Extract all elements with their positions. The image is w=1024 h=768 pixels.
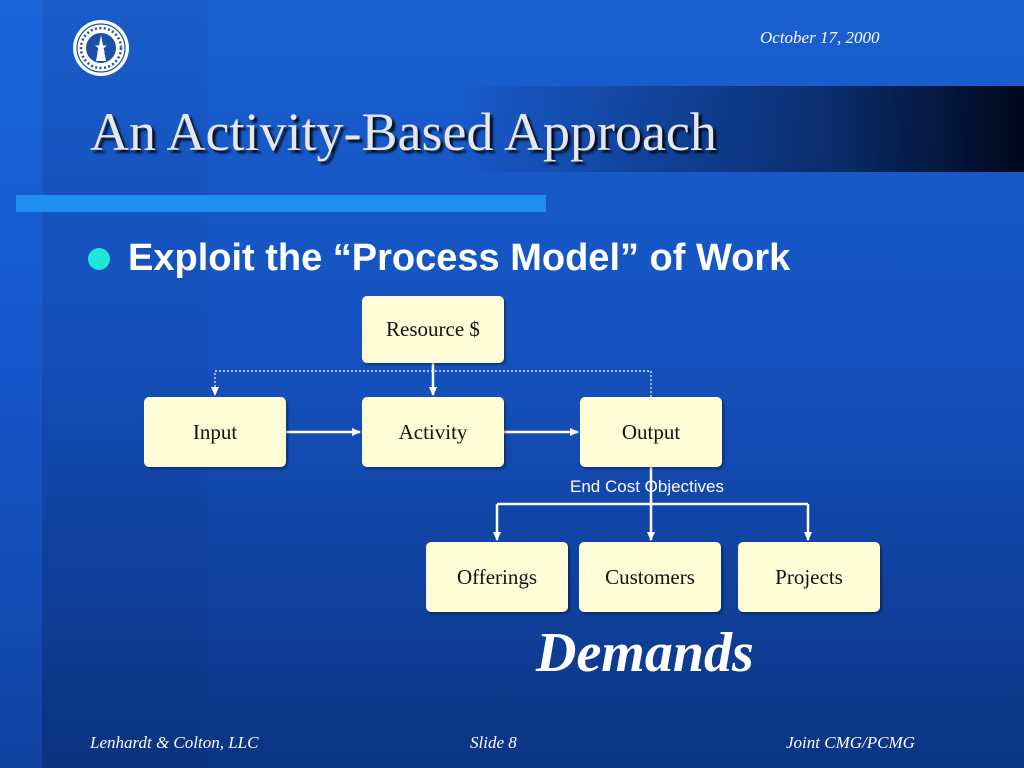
node-input: Input	[144, 397, 286, 467]
node-output-label: Output	[621, 419, 681, 444]
bullet-text: Exploit the “Process Model” of Work	[128, 237, 791, 279]
node-offerings: Offerings	[426, 542, 568, 612]
mndot-seal-icon	[73, 20, 129, 76]
title-accent-bar	[16, 195, 546, 212]
node-customers-label: Customers	[605, 564, 695, 589]
node-resource: Resource $	[362, 296, 504, 363]
node-input-label: Input	[192, 419, 238, 444]
node-projects-label: Projects	[775, 564, 843, 589]
slide-title: An Activity-Based Approach	[90, 102, 717, 162]
branch-label: End Cost Objectives	[570, 477, 725, 496]
slide-date: October 17, 2000	[760, 28, 880, 47]
node-resource-label: Resource $	[386, 317, 480, 341]
title-band	[0, 86, 1024, 172]
node-customers: Customers	[579, 542, 721, 612]
edge-output-input-feedback	[211, 370, 652, 397]
footer-left: Lenhardt & Colton, LLC	[90, 733, 259, 752]
node-output: Output	[580, 397, 722, 467]
node-offerings-label: Offerings	[456, 564, 538, 589]
node-projects: Projects	[738, 542, 880, 612]
bullet-dot-icon	[88, 248, 110, 270]
node-activity: Activity	[362, 397, 504, 467]
group-label-demands: Demands	[536, 622, 754, 684]
footer-right: Joint CMG/PCMG	[786, 733, 915, 752]
footer-slide-number: Slide 8	[470, 733, 517, 752]
node-activity-label: Activity	[398, 419, 468, 444]
